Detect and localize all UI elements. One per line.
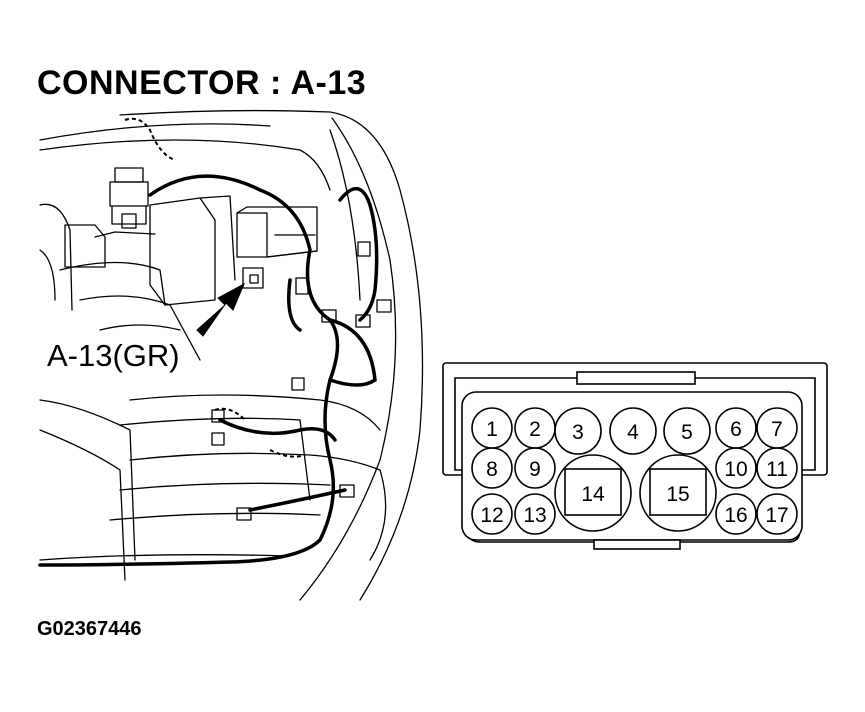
pin-cavity [756,447,798,489]
pin-number-label: 7 [771,418,783,441]
pin-cavity [554,407,602,455]
pin-cavity [715,447,757,489]
pin-number-label: 4 [627,421,639,444]
pin-number-label: 10 [724,458,747,481]
pin-cavity [756,493,798,535]
pin-number-label: 14 [581,483,605,506]
hood-edge-line [39,123,271,141]
pin-number-label: 9 [529,458,541,481]
pin-cavity [514,447,556,489]
pin-number-label: 5 [681,421,693,444]
pin-number-label: 17 [765,504,788,527]
pin-cavity-square [649,468,707,516]
pin-cavity [609,407,657,455]
callout-arrow [196,282,246,337]
pin-number-label: 6 [730,418,742,441]
pin-number-label: 2 [529,418,541,441]
pin-number-label: 13 [523,504,546,527]
diagram-title: CONNECTOR : A-13 [37,64,367,102]
pin-number-label: 11 [766,458,788,481]
pin-cavity [715,493,757,535]
pin-cavity-square [564,468,622,516]
pin-number-label: 12 [480,504,503,527]
pin-cavity [471,447,513,489]
pin-cavity-outline [554,454,632,532]
figure-id: G02367446 [37,618,142,640]
pin-number-label: 15 [666,483,689,506]
pin-cavity [471,493,513,535]
pin-cavity [663,407,711,455]
pin-number-label: 8 [486,458,498,481]
pin-cavity [514,493,556,535]
pin-number-label: 3 [572,421,584,444]
pin-cavity-outline [639,454,717,532]
pin-number-label: 1 [486,418,498,441]
connector-callout-label: A-13(GR) [47,338,180,373]
pin-number-label: 16 [724,504,747,527]
